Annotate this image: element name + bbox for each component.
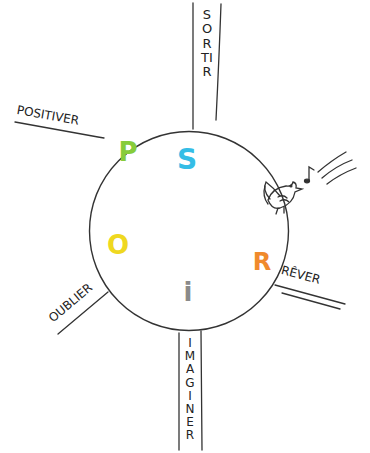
guide-line <box>192 3 193 129</box>
word-label: RÊVER <box>280 264 322 287</box>
circle-outline <box>90 132 289 331</box>
guide-line <box>216 4 221 120</box>
word-label: OUBLIER <box>47 281 96 325</box>
sound-line <box>322 160 352 178</box>
guide-line <box>178 333 179 450</box>
music-note <box>305 167 315 183</box>
word-label: SORTIR <box>201 8 214 79</box>
sound-line <box>318 152 346 172</box>
guide-line <box>201 331 202 450</box>
circle-node: S P Oi R <box>88 130 290 332</box>
letter: R <box>253 250 271 274</box>
sound-line <box>327 168 356 184</box>
letter: i <box>184 279 193 305</box>
letter: S <box>177 146 197 174</box>
letter: O <box>107 232 129 258</box>
guide-line <box>282 293 340 309</box>
letter: P <box>118 139 137 165</box>
word-label: IMAGINER <box>184 337 196 443</box>
